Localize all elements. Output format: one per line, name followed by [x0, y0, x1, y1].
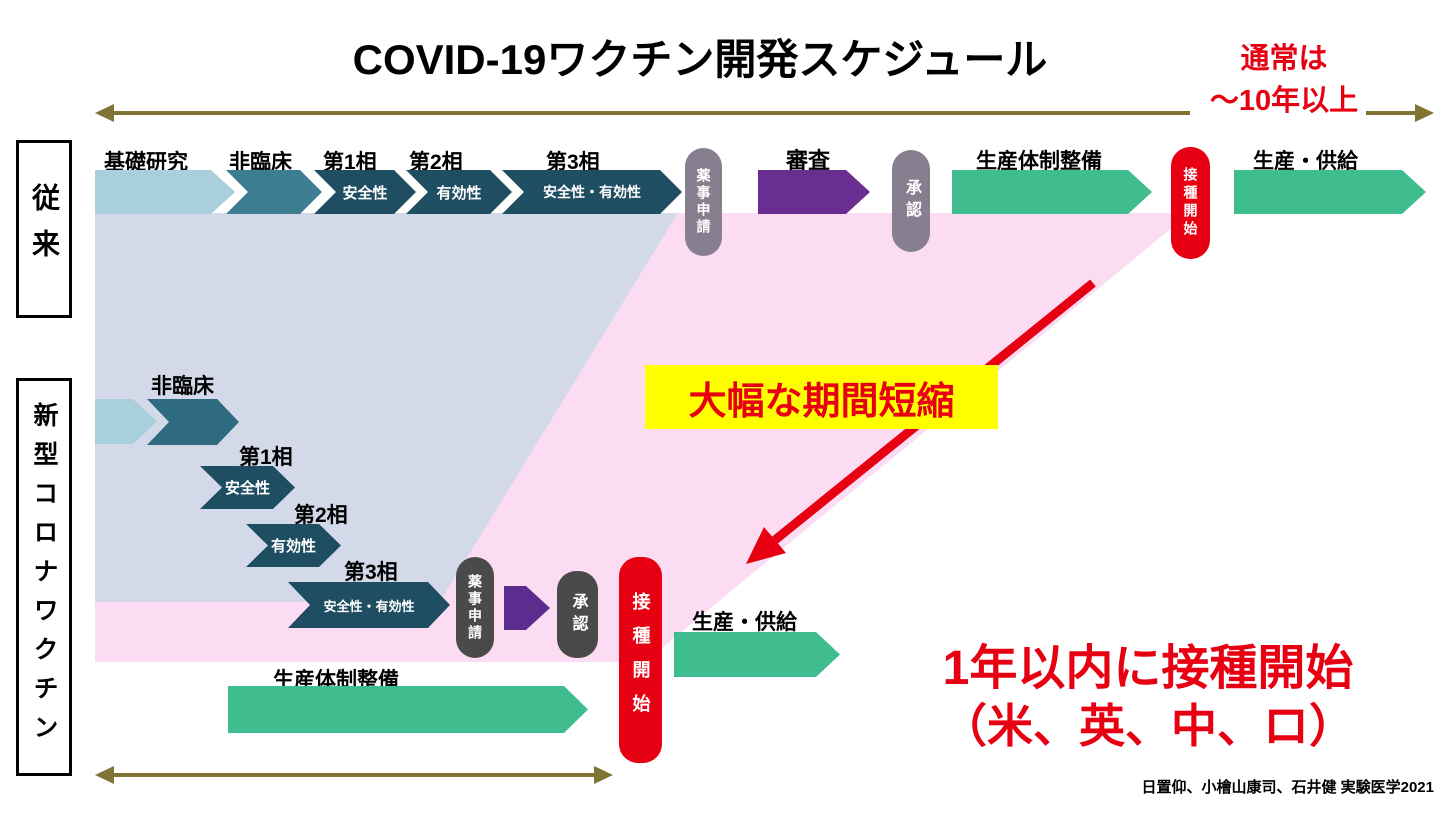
- conv-review-arrow: [758, 170, 870, 214]
- conv-phase2-label: 第2相: [409, 151, 463, 174]
- conv-vaccination-start-pill: 接種開始: [1171, 147, 1210, 259]
- covid-phase3-arrow: 安全性・有効性: [288, 582, 450, 628]
- conv-production-setup-arrow: [952, 170, 1152, 214]
- covid-phase3-label: 第3相: [344, 561, 398, 584]
- conv-approval-pill: 承認: [892, 150, 930, 252]
- conv-production-supply-arrow: [1234, 170, 1426, 214]
- covid-phase1-label: 第1相: [239, 446, 293, 469]
- top-duration-arrow: [95, 104, 1434, 122]
- conv-application-pill: 薬事申請: [685, 148, 722, 256]
- conv-production-setup-label: 生産体制整備: [976, 150, 1102, 173]
- covid-vaccination-start-pill: 接種開始: [619, 557, 662, 763]
- conv-phase3-arrow: 安全性・有効性: [502, 170, 682, 214]
- conv-basic-research-label: 基礎研究: [104, 151, 188, 174]
- conv-production-supply-label: 生産・供給: [1253, 150, 1358, 173]
- conv-phase3-label: 第3相: [546, 151, 600, 174]
- covid-production-setup-arrow: [228, 686, 588, 733]
- conv-basic-research-arrow: [95, 170, 235, 214]
- covid-nonclinical-label: 非臨床: [151, 375, 214, 398]
- conv-nonclinical-label: 非臨床: [229, 151, 292, 174]
- shorten-note: 大幅な期間短縮: [645, 365, 998, 429]
- covid-phase1-arrow: 安全性: [200, 466, 295, 509]
- row-label-covid: 新型コロナワクチン: [16, 378, 72, 776]
- conv-phase1-label: 第1相: [323, 151, 377, 174]
- conv-review-label: 審査: [786, 148, 831, 173]
- diagram-title: COVID-19ワクチン開発スケジュール: [352, 36, 1048, 83]
- covid-production-supply-arrow: [674, 632, 840, 677]
- row-label-conventional: 従来: [16, 140, 72, 318]
- one-year-note-line1: 1年以内に接種開始: [942, 642, 1354, 695]
- credit-note: 日置仰、小檜山康司、石井健 実験医学2021: [1141, 779, 1434, 796]
- covid-production-supply-label: 生産・供給: [692, 611, 797, 634]
- one-year-note-line2: （米、英、中、ロ）: [941, 700, 1355, 752]
- usual-duration-line2: ～10年以上: [1209, 85, 1359, 118]
- usual-duration-note: 通常は ～10年以上: [1196, 38, 1372, 122]
- usual-duration-line1: 通常は: [1240, 43, 1328, 75]
- covid-application-pill: 薬事申請: [456, 557, 494, 658]
- bottom-duration-arrow: [95, 766, 613, 784]
- covid-phase2-label: 第2相: [294, 504, 348, 527]
- covid-approval-pill: 承認: [557, 571, 598, 658]
